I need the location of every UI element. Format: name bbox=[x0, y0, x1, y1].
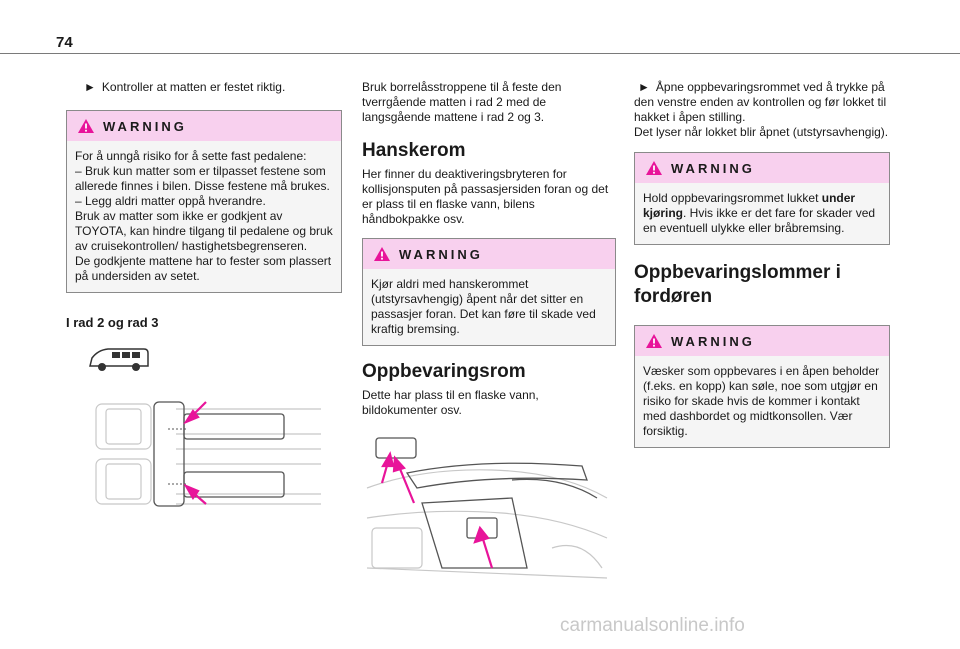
bullet-paragraph: ► Kontroller at matten er festet riktig. bbox=[84, 80, 342, 95]
column-2: Bruk borrelåsstroppene til å feste den t… bbox=[362, 80, 616, 593]
arrow-icon bbox=[183, 401, 207, 505]
section-heading-oppbevaringslommer: Oppbevaringslommer i fordøren bbox=[634, 262, 841, 307]
warning-header: WARNING bbox=[635, 326, 889, 356]
warning-box: WARNING Væsker som oppbevares i en åpen … bbox=[634, 325, 890, 448]
oppbevaringsrom-paragraph: Dette har plass til en flaske vann, bild… bbox=[362, 388, 539, 417]
warning-box: WARNING Kjør aldri med hanskerommet (uts… bbox=[362, 238, 616, 346]
warning-body: For å unngå risiko for å sette fast peda… bbox=[67, 141, 341, 292]
bullet-text: Åpne oppbevaringsrommet ved å trykke på … bbox=[634, 80, 887, 124]
column-3: ►Åpne oppbevaringsrommet ved å trykke på… bbox=[634, 80, 890, 448]
warning-title: WARNING bbox=[671, 160, 755, 176]
note-text: Det lyser når lokket blir åpnet (utstyrs… bbox=[634, 125, 889, 139]
warning-text: Væsker som oppbevares i en åpen beholder… bbox=[643, 364, 880, 438]
intro-paragraph: Bruk borrelåsstroppene til å feste den t… bbox=[362, 80, 562, 124]
warning-text: Kjør aldri med hanskerommet (utstyrsavhe… bbox=[371, 277, 596, 336]
warning-body: Væsker som oppbevares i en åpen beholder… bbox=[635, 356, 889, 447]
warning-text-start: Hold oppbevaringsrommet lukket bbox=[643, 191, 822, 205]
warning-title: WARNING bbox=[671, 333, 755, 349]
warning-line: De godkjente mattene har to fester som p… bbox=[75, 254, 332, 283]
column-1: ►Kontroller at matten er festet riktig. … bbox=[66, 80, 342, 514]
glovebox-illustration bbox=[366, 437, 608, 579]
subheading: I rad 2 og rad 3 bbox=[66, 315, 159, 330]
warning-title: WARNING bbox=[399, 246, 483, 262]
section-heading-oppbevaringsrom: Oppbevaringsrom bbox=[362, 361, 526, 382]
warning-triangle-icon bbox=[646, 161, 662, 175]
van-icon bbox=[89, 348, 149, 371]
warning-line: – Legg aldri matter oppå hverandre. bbox=[75, 194, 266, 208]
warning-text-bold: under kjøring bbox=[643, 191, 856, 220]
warning-triangle-icon bbox=[646, 334, 662, 348]
warning-box: WARNING For å unngå risiko for å sette f… bbox=[66, 110, 342, 293]
top-rule bbox=[0, 53, 960, 54]
bullet-text: Kontroller at matten er festet riktig. bbox=[101, 80, 286, 94]
mat-illustration bbox=[95, 401, 321, 507]
warning-triangle-icon bbox=[78, 119, 94, 133]
warning-body: Hold oppbevaringsrommet lukket under kjø… bbox=[635, 183, 889, 244]
warning-body: Kjør aldri med hanskerommet (utstyrsavhe… bbox=[363, 269, 615, 345]
warning-box: WARNING Hold oppbevaringsrommet lukket u… bbox=[634, 152, 890, 245]
page-number: 74 bbox=[56, 34, 73, 51]
warning-line: Bruk av matter som ikke er godkjent av T… bbox=[75, 209, 333, 253]
section-heading-hanskerom: Hanskerom bbox=[362, 140, 466, 161]
arrow-icon bbox=[380, 451, 494, 569]
bullet-symbol: ► bbox=[84, 80, 96, 94]
warning-title: WARNING bbox=[103, 118, 187, 134]
bullet-paragraph: ►Åpne oppbevaringsrommet ved å trykke på… bbox=[634, 80, 890, 125]
hanskerom-paragraph: Her finner du deaktiveringsbryteren for … bbox=[362, 167, 609, 226]
warning-line: For å unngå risiko for å sette fast peda… bbox=[75, 149, 307, 163]
warning-header: WARNING bbox=[635, 153, 889, 183]
warning-header: WARNING bbox=[363, 239, 615, 269]
warning-line: – Bruk kun matter som er tilpasset feste… bbox=[75, 164, 330, 193]
bullet-symbol: ► bbox=[638, 80, 650, 94]
warning-text-end: . Hvis ikke er det fare for skader ved e… bbox=[643, 206, 876, 235]
warning-text: Hold oppbevaringsrommet lukket under kjø… bbox=[643, 191, 881, 236]
warning-triangle-icon bbox=[374, 247, 390, 261]
warning-header: WARNING bbox=[67, 111, 341, 141]
watermark: carmanualsonline.info bbox=[560, 615, 745, 636]
